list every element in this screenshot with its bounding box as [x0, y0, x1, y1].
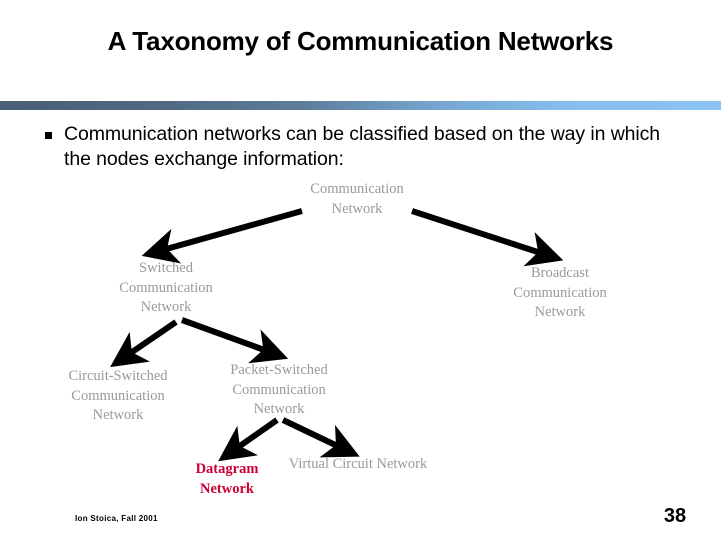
bullet-list-item: Communication networks can be classified…: [45, 122, 685, 172]
page-title: A Taxonomy of Communication Networks: [107, 26, 614, 56]
tree-node-switched-communication-network: Switched Communication Network: [119, 260, 213, 315]
footer-credit: Ion Stoica, Fall 2001: [75, 514, 158, 523]
edge-switched-to-packet: [180, 317, 289, 364]
page-number: 38: [663, 505, 687, 527]
tree-node-circuit-switched-communication-network: Circuit-Switched Communication Network: [68, 368, 168, 423]
tree-node-communication-network: Communication Network: [310, 181, 404, 217]
bullet-item-label: Communication networks can be classified…: [64, 123, 661, 170]
tree-node-datagram-network: Datagram Network: [195, 461, 259, 497]
edge-packet-to-virtual: [281, 417, 360, 458]
tree-node-virtual-circuit-network: Virtual Circuit Network: [288, 456, 428, 472]
header-divider-bar: [0, 101, 721, 110]
tree-node-broadcast-communication-network: Broadcast Communication Network: [513, 265, 607, 320]
square-bullet-icon: [45, 132, 52, 139]
tree-node-packet-switched-communication-network: Packet-Switched Communication Network: [230, 362, 328, 417]
edge-packet-to-datagram: [218, 417, 279, 462]
edge-switched-to-circuit: [110, 319, 178, 368]
